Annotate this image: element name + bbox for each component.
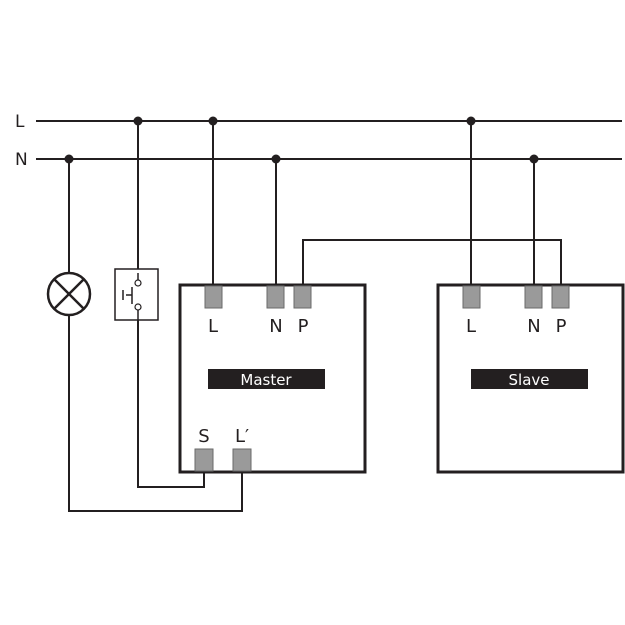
- master-terminal-p: [293, 285, 312, 309]
- master-label-band: [208, 369, 325, 389]
- slave-label-band: [471, 369, 588, 389]
- slave-title: Slave: [509, 371, 550, 389]
- master-terminal-label-l-prime: L′: [235, 426, 249, 447]
- slave-terminal-label-p: P: [556, 316, 567, 337]
- slave-module: L N P Slave: [436, 283, 625, 474]
- line-bus-label: L: [15, 112, 25, 132]
- neutral-bus-label: N: [15, 150, 28, 170]
- slave-terminal-p: [551, 285, 570, 309]
- pushbutton-switch-icon: [114, 268, 159, 321]
- master-module: L N P Master S L′: [178, 283, 367, 474]
- master-terminal-label-n: N: [269, 316, 282, 337]
- slave-terminal-label-l: L: [466, 316, 476, 337]
- master-terminal-l: [204, 285, 223, 309]
- lamp-icon: [46, 271, 92, 317]
- slave-terminal-label-n: N: [527, 316, 540, 337]
- slave-terminal-l: [462, 285, 481, 309]
- master-terminal-label-s: S: [198, 426, 209, 447]
- slave-terminal-n: [524, 285, 543, 309]
- master-title: Master: [240, 371, 292, 389]
- switch-return-wire: [137, 320, 205, 488]
- lamp-return-wire: [68, 315, 243, 512]
- master-terminal-s: [194, 448, 214, 472]
- master-terminal-n: [266, 285, 285, 309]
- master-terminal-label-p: P: [298, 316, 309, 337]
- master-terminal-label-l: L: [208, 316, 218, 337]
- master-terminal-l-prime: [232, 448, 252, 472]
- pilot-link-wire: [302, 239, 562, 286]
